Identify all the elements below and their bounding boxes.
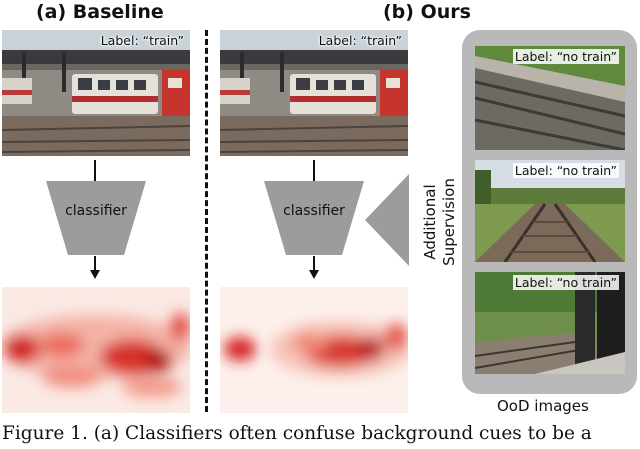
ours-train-photo: Label: “train” xyxy=(220,30,408,156)
figure-caption: Figure 1. (a) Classifiers often confuse … xyxy=(2,423,592,444)
baseline-classifier: classifier xyxy=(46,181,146,255)
ours-arrow-bottom xyxy=(309,256,319,279)
ours-arrow-top xyxy=(313,160,315,182)
baseline-classifier-label: classifier xyxy=(65,203,127,219)
baseline-arrow-top xyxy=(94,160,96,182)
dashed-divider xyxy=(205,30,208,412)
ood-photo-1: Label: “no train” xyxy=(475,46,625,150)
baseline-train-photo: Label: “train” xyxy=(2,30,190,156)
ours-heatmap xyxy=(220,287,408,413)
supervision-line-1: Additional xyxy=(421,184,439,260)
baseline-heading: (a) Baseline xyxy=(36,1,164,23)
baseline-heatmap xyxy=(2,287,190,413)
ours-classifier-label: classifier xyxy=(283,203,345,219)
ood-label-2: Label: “no train” xyxy=(512,163,619,178)
supervision-arrow xyxy=(365,174,409,266)
ood-photo-2: Label: “no train” xyxy=(475,160,625,262)
ood-caption: OoD images xyxy=(497,397,589,415)
ood-photo-3: Label: “no train” xyxy=(475,272,625,374)
ours-heading: (b) Ours xyxy=(383,1,471,23)
ours-train-label: Label: “train” xyxy=(318,33,402,48)
ood-label-3: Label: “no train” xyxy=(512,275,619,290)
ours-classifier: classifier xyxy=(264,181,364,255)
additional-supervision-text: Additional Supervision xyxy=(421,174,459,270)
baseline-train-label: Label: “train” xyxy=(100,33,184,48)
baseline-arrow-bottom xyxy=(90,256,100,279)
supervision-line-2: Supervision xyxy=(440,178,458,266)
ood-label-1: Label: “no train” xyxy=(512,49,619,64)
